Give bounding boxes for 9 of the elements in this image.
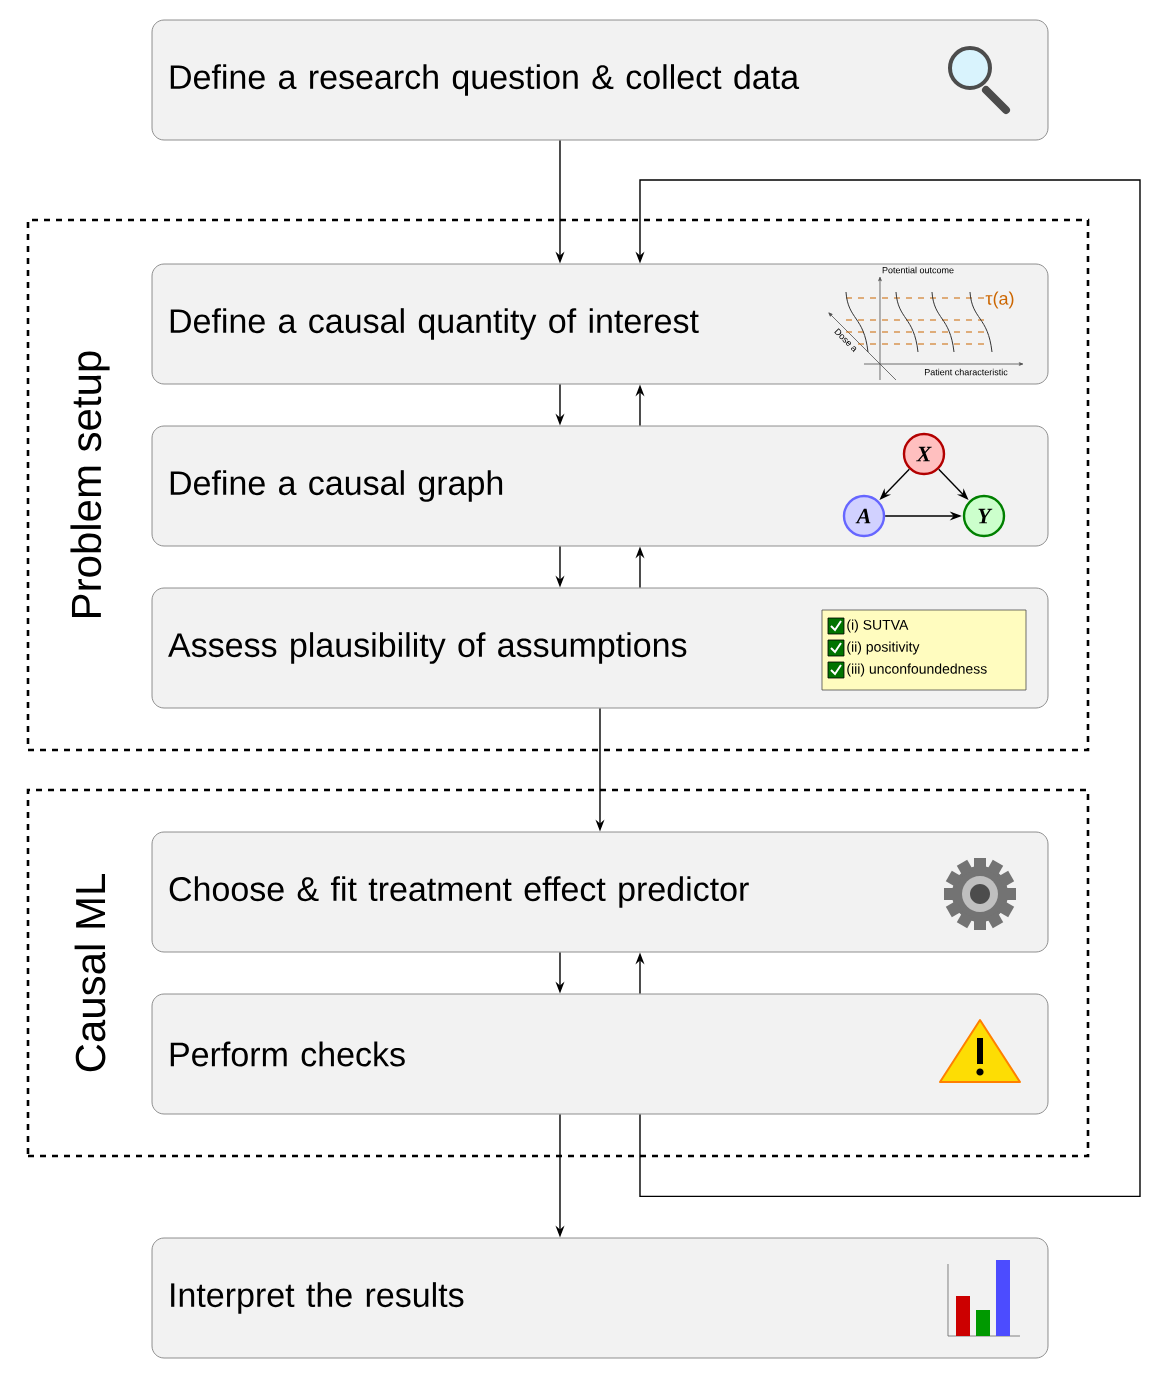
group-label: Problem setup [70,351,110,617]
process-box: Interpret the results [151,1237,1049,1359]
group-label: Causal ML [74,874,106,1072]
graph-node: X [902,432,946,476]
process-box: Define a research question & collect data [151,19,1049,141]
graph-node: A [842,494,886,538]
graph-node: Y [962,494,1006,538]
process-box: Choose & fit treatment effect predictor [151,831,1049,953]
process-box: Perform checks [151,993,1049,1115]
